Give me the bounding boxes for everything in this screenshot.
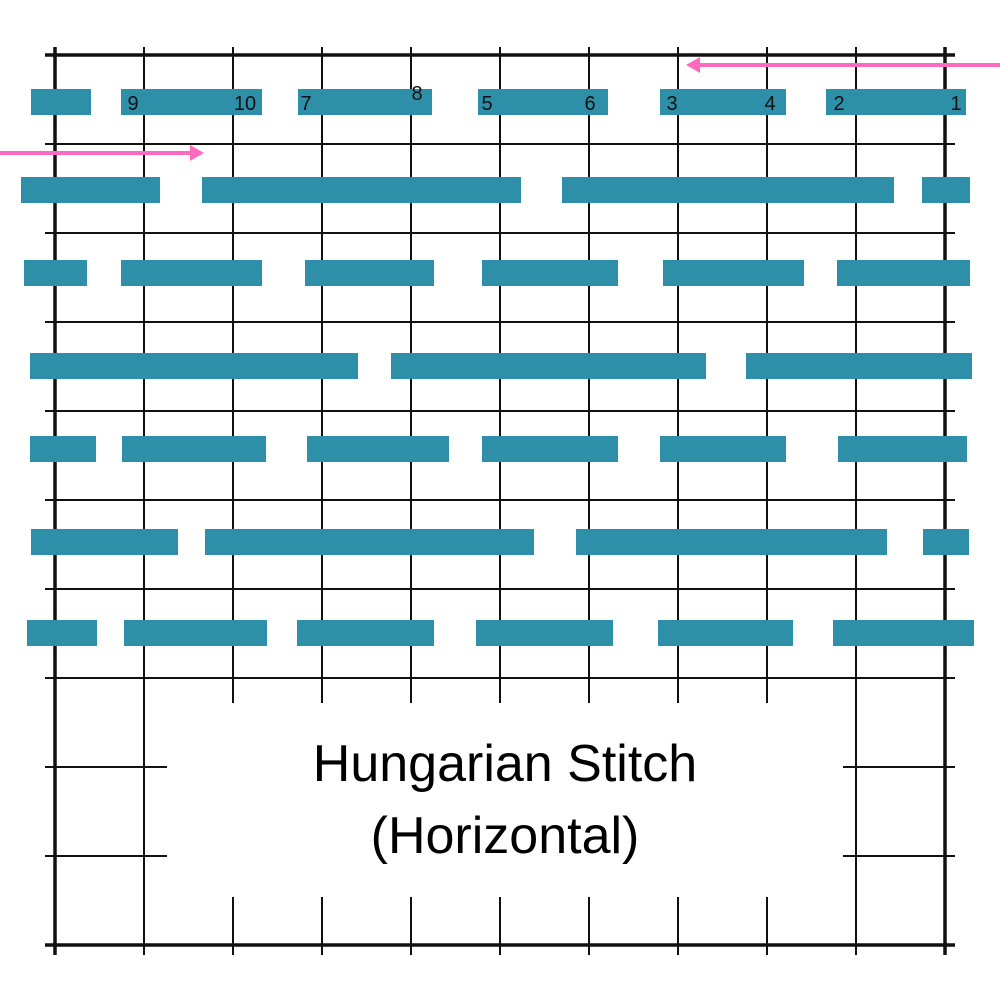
arrow-left-icon bbox=[686, 57, 700, 73]
title-line-2: (Horizontal) bbox=[370, 807, 640, 865]
stitch-number: 5 bbox=[481, 93, 492, 115]
stitch bbox=[21, 177, 160, 203]
stitch bbox=[476, 620, 613, 646]
stitch bbox=[663, 260, 804, 286]
stitch bbox=[660, 89, 786, 115]
stitch bbox=[202, 177, 521, 203]
stitch bbox=[124, 620, 267, 646]
stitch bbox=[31, 529, 178, 555]
stitch bbox=[922, 177, 970, 203]
stitch bbox=[24, 260, 87, 286]
stitch bbox=[391, 353, 706, 379]
stitch bbox=[658, 620, 793, 646]
stitch bbox=[30, 353, 358, 379]
stitch bbox=[923, 529, 969, 555]
stitch-number: 10 bbox=[234, 93, 256, 115]
stitch bbox=[307, 436, 449, 462]
stitch-number: 6 bbox=[584, 93, 595, 115]
stitch bbox=[205, 529, 534, 555]
title-line-1: Hungarian Stitch bbox=[312, 735, 698, 793]
stitch bbox=[576, 529, 887, 555]
stitch bbox=[838, 436, 967, 462]
stitch-number: 8 bbox=[411, 83, 422, 105]
stitch-number: 1 bbox=[950, 93, 961, 115]
arrow-right-icon bbox=[190, 145, 204, 161]
stitch bbox=[482, 260, 618, 286]
stitch bbox=[833, 620, 974, 646]
stitch bbox=[478, 89, 608, 115]
stitch-number: 9 bbox=[127, 93, 138, 115]
stitch bbox=[746, 353, 972, 379]
stitch-number: 7 bbox=[300, 93, 311, 115]
stitch bbox=[837, 260, 970, 286]
stitch bbox=[30, 436, 96, 462]
stitch bbox=[121, 89, 262, 115]
stitch bbox=[31, 89, 91, 115]
stitch bbox=[297, 620, 434, 646]
stitch bbox=[482, 436, 618, 462]
stitch bbox=[27, 620, 97, 646]
stitch bbox=[660, 436, 786, 462]
diagram-title: Hungarian Stitch (Horizontal) bbox=[167, 703, 843, 897]
stitch bbox=[826, 89, 966, 115]
stitch-number: 4 bbox=[764, 93, 775, 115]
stitch bbox=[298, 89, 432, 115]
stitch bbox=[562, 177, 894, 203]
stitch bbox=[122, 436, 266, 462]
stitch bbox=[305, 260, 434, 286]
stitch-number: 3 bbox=[666, 93, 677, 115]
stitch bbox=[121, 260, 262, 286]
stitch-number: 2 bbox=[833, 93, 844, 115]
